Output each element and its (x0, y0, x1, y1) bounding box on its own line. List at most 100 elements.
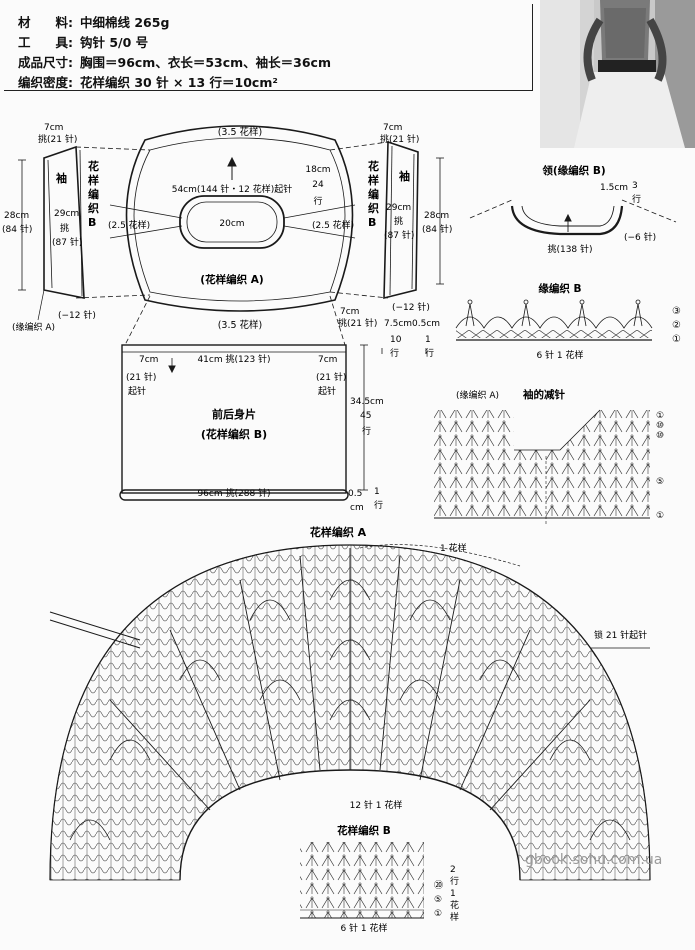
watermark: gbook.sohu.com.ua (525, 852, 663, 868)
left-sleeve-top-cm: 7cm (44, 123, 63, 133)
pattern-b-note: 1 (450, 889, 456, 899)
yoke-pattern-label: (花样编织 A) (200, 273, 263, 286)
pattern-a-repeat-bracket (359, 544, 521, 567)
pattern-a-title: 花样编织 A (310, 525, 367, 539)
sleeve-dec-title: 袖的减针 (523, 388, 565, 401)
yoke-right-label: (2.5 花样) (312, 219, 354, 231)
right-sleeve-top-cm: 7cm (383, 123, 402, 133)
body-pick-st: 挑(21 针) (338, 317, 377, 329)
yoke-bottom-label: (3.5 花样) (218, 319, 263, 331)
body-top-pick: 41cm 挑(123 针) (197, 353, 270, 365)
pattern-b-title: 花样编织 B (337, 824, 391, 837)
left-sleeve-name: 编 (88, 187, 99, 201)
body-height-rows: 45 (360, 411, 371, 421)
body-seven-right: 7cm (318, 355, 337, 365)
yoke-center-label: 20cm (219, 219, 244, 229)
collar-diagram (469, 199, 677, 236)
body-seven-left: 7cm (139, 355, 158, 365)
collar-title: 领(缘编织 B) (542, 164, 605, 177)
body-pattern: (花样编织 B) (201, 427, 267, 441)
sleeve-dec-row: ① (656, 411, 664, 421)
right-sleeve-name: 织 (368, 201, 379, 215)
collar-pick: 挑(138 针) (547, 243, 592, 255)
edge-b-row2: ② (672, 320, 681, 331)
body-left-st: (21 针) (126, 371, 156, 383)
yoke-width-label: 54cm(144 针・12 花样)起针 (172, 183, 293, 195)
pattern-b-note: 2 (450, 865, 456, 875)
sleeve-dec-row: ⑩ (656, 431, 664, 441)
left-sleeve-w-st: (87 针) (52, 236, 82, 248)
left-sleeve-edge: (缘编织 A) (12, 321, 55, 333)
materials-line: 材 料:中细棉线 265g (18, 15, 170, 30)
collar-dec: (−6 针) (624, 231, 656, 243)
pattern-b-note: 行 (450, 875, 459, 887)
body-height-cm: 34.5cm (350, 397, 384, 407)
body-hem-row-unit: 行 (374, 499, 383, 511)
left-sleeve-title: 袖 (56, 171, 67, 185)
left-sleeve-name: B (88, 216, 96, 229)
sleeve-dec-row: ⑤ (656, 477, 664, 487)
left-sleeve-dec: (−12 针) (58, 309, 96, 321)
yoke-side-cm: 18cm (305, 165, 330, 175)
sleeve-dec-row: ① (656, 511, 664, 521)
sleeve-dec-chart (434, 409, 650, 524)
pattern-a-repeat: 1 花样 (440, 542, 467, 554)
body-side-rows-b: 行 (425, 347, 434, 359)
body-pick-note: 7cm (340, 307, 359, 317)
pattern-b-note: 花 (450, 899, 459, 911)
sleeve-dec-edge: (缘编织 A) (456, 389, 499, 401)
left-sleeve-w-pick: 挑 (60, 222, 69, 234)
body-right-start: 起针 (318, 385, 336, 397)
edge-b-title: 缘编织 B (538, 282, 581, 295)
right-sleeve-len-cm: 28cm (424, 211, 449, 221)
yoke-side-rows: 24 (312, 180, 324, 190)
left-sleeve-w-cm: 29cm (54, 209, 79, 219)
pattern-b-row: ⑤ (434, 895, 442, 905)
edge-b-row1: ① (672, 334, 681, 345)
pattern-a-inner-repeat: 12 针 1 花样 (350, 799, 403, 811)
right-sleeve-name: B (368, 216, 376, 229)
body-bottom-pick: 96cm 挑(288 针) (197, 487, 270, 499)
pattern-b-row: ⑳ (434, 880, 443, 891)
right-sleeve-w-pick: 挑 (394, 215, 403, 227)
left-sleeve-name: 样 (88, 173, 99, 187)
right-sleeve-name: 样 (368, 173, 379, 187)
body-side-05: 0.5cm (412, 319, 440, 329)
gauge-line: 编织密度:花样编织 30 针 × 13 行＝10cm² (18, 75, 278, 90)
yoke-side-unit: 行 (313, 195, 322, 207)
right-sleeve-diagram (383, 140, 444, 300)
body-side-75: 7.5cm (384, 319, 412, 329)
left-sleeve-len-st: (84 针) (2, 223, 32, 235)
pattern-b-chart (300, 842, 424, 919)
left-sleeve-name: 花 (88, 159, 99, 173)
collar-height: 1.5cm (600, 183, 628, 193)
left-sleeve-top-pick: 挑(21 针) (38, 133, 77, 145)
collar-rows: 3 (632, 181, 638, 191)
body-side-rows-a: 行 (390, 347, 399, 359)
right-sleeve-name: 编 (368, 187, 379, 201)
pattern-b-repeat: 6 针 1 花样 (340, 922, 387, 934)
right-sleeve-title: 袖 (399, 169, 410, 183)
materials-header: 材 料:中细棉线 265g 工 具:钩针 5/0 号 成品尺寸:胸围＝96cm、… (4, 4, 533, 91)
body-left-start: 起针 (128, 385, 146, 397)
pattern-b-row: ① (434, 909, 442, 919)
right-sleeve-w-st: (87 针) (384, 229, 414, 241)
pattern-a-chart (49, 544, 651, 881)
right-sleeve-w-cm: 29cm (386, 203, 411, 213)
model-photo (540, 0, 695, 148)
pattern-b-note: 样 (450, 911, 459, 923)
yoke-top-label: (3.5 花样) (218, 126, 263, 138)
yoke-diagram (75, 125, 389, 346)
body-title: 前后身片 (212, 407, 256, 421)
right-sleeve-name: 花 (368, 159, 379, 173)
edge-b-repeat: 6 针 1 花样 (536, 349, 583, 361)
right-sleeve-dec: (−12 针) (392, 301, 430, 313)
sleeve-dec-row: ⑩ (656, 421, 664, 431)
body-side-1: 1 (425, 335, 431, 345)
left-sleeve-len-cm: 28cm (4, 211, 29, 221)
left-sleeve-diagram (18, 145, 85, 321)
body-hem-unit: cm (350, 503, 364, 513)
right-sleeve-len-st: (84 针) (422, 223, 452, 235)
tools-line: 工 具:钩针 5/0 号 (18, 35, 149, 50)
collar-rows-unit: 行 (632, 193, 641, 205)
